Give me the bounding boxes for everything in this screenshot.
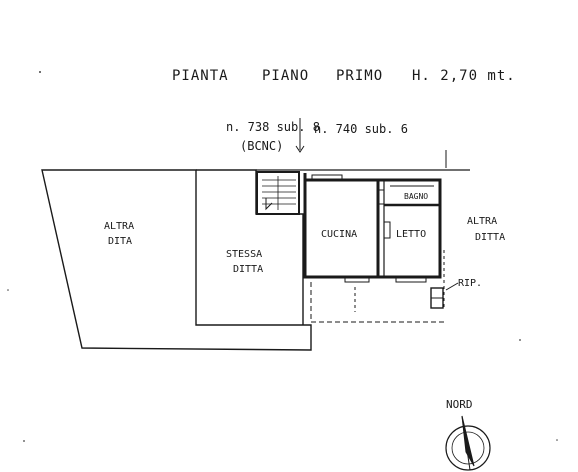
ref-738-note: (BCNC) bbox=[240, 139, 283, 153]
window-opening bbox=[395, 276, 427, 283]
north-compass: NORD bbox=[445, 398, 491, 471]
speck bbox=[556, 439, 558, 441]
ref-arrow-icon bbox=[295, 145, 305, 153]
speck bbox=[519, 339, 521, 341]
stessa-ditta-label-1: STESSA bbox=[226, 249, 262, 260]
title-primo: PRIMO bbox=[336, 68, 383, 84]
plan-title: PIANTA PIANO PRIMO H. 2,70 mt. bbox=[172, 68, 516, 84]
compass-label: NORD bbox=[446, 398, 473, 411]
altra-ditta-right-label-2: DITTA bbox=[475, 232, 505, 243]
apartment-walls bbox=[303, 173, 442, 283]
cadastral-references: n. 738 sub. 8 (BCNC) n. 740 sub. 6 bbox=[226, 118, 408, 153]
speck bbox=[39, 71, 41, 73]
speck bbox=[7, 289, 9, 291]
stessa-ditta-label-2: DITTA bbox=[233, 264, 263, 275]
stair-outline bbox=[256, 171, 300, 215]
apartment-outer-wall bbox=[303, 178, 442, 279]
room-letto-label: LETTO bbox=[396, 229, 426, 240]
room-bagno-label: BAGNO bbox=[404, 192, 428, 201]
balcony-outline bbox=[310, 282, 445, 323]
north-arrow-icon bbox=[461, 415, 475, 467]
room-cucina-label: CUCINA bbox=[321, 229, 357, 240]
window-opening bbox=[311, 174, 343, 181]
compass-inner-circle bbox=[451, 431, 485, 465]
rip-leader bbox=[445, 282, 459, 291]
scan-specks bbox=[7, 71, 558, 442]
ref-740: n. 740 sub. 6 bbox=[314, 122, 408, 136]
altra-dita-left-label-2: DITA bbox=[108, 236, 132, 247]
rip-label: RIP. bbox=[458, 278, 482, 289]
compass-needle bbox=[461, 415, 471, 471]
altra-dita-left-label-1: ALTRA bbox=[104, 221, 134, 232]
door-opening bbox=[383, 221, 391, 239]
title-pianta: PIANTA bbox=[172, 68, 229, 84]
window-opening bbox=[344, 276, 370, 283]
compass-circle bbox=[445, 425, 491, 471]
stessa-ditta-outline bbox=[196, 169, 304, 325]
altra-ditta-right-label-1: ALTRA bbox=[467, 216, 497, 227]
stair-arrow-icon bbox=[265, 198, 273, 211]
title-height: H. 2,70 mt. bbox=[412, 68, 516, 84]
altra-dita-left-outline bbox=[41, 169, 312, 351]
speck bbox=[23, 440, 25, 442]
ref-738: n. 738 sub. 8 bbox=[226, 120, 320, 134]
staircase bbox=[256, 171, 300, 215]
title-piano: PIANO bbox=[262, 68, 309, 84]
door-opening bbox=[377, 189, 385, 205]
